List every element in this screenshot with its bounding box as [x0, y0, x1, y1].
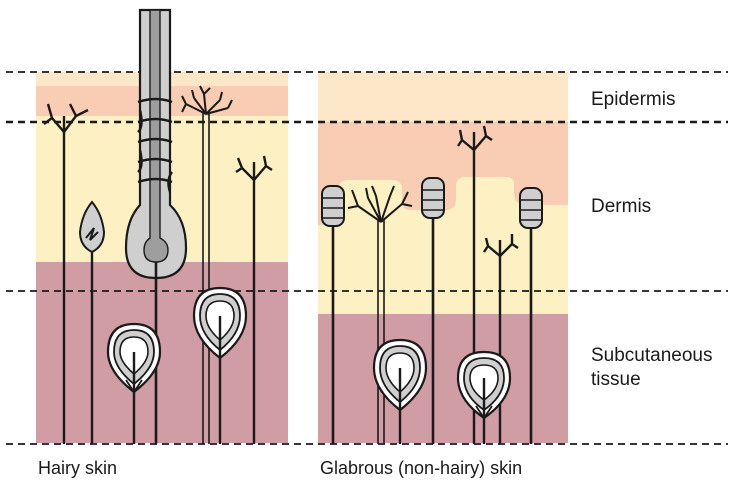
- layer-label-tissue: tissue: [591, 369, 641, 391]
- layer-label-dermis: Dermis: [591, 196, 651, 218]
- layer-label-subcutaneous: Subcutaneous: [591, 345, 713, 367]
- layer-label-epidermis: Epidermis: [591, 89, 675, 111]
- hairy-subcutaneous: [36, 262, 288, 443]
- caption-glabrous-skin: Glabrous (non-hairy) skin: [320, 458, 522, 479]
- caption-hairy-skin: Hairy skin: [38, 458, 117, 479]
- glabrous-epidermis-outer: [318, 72, 568, 124]
